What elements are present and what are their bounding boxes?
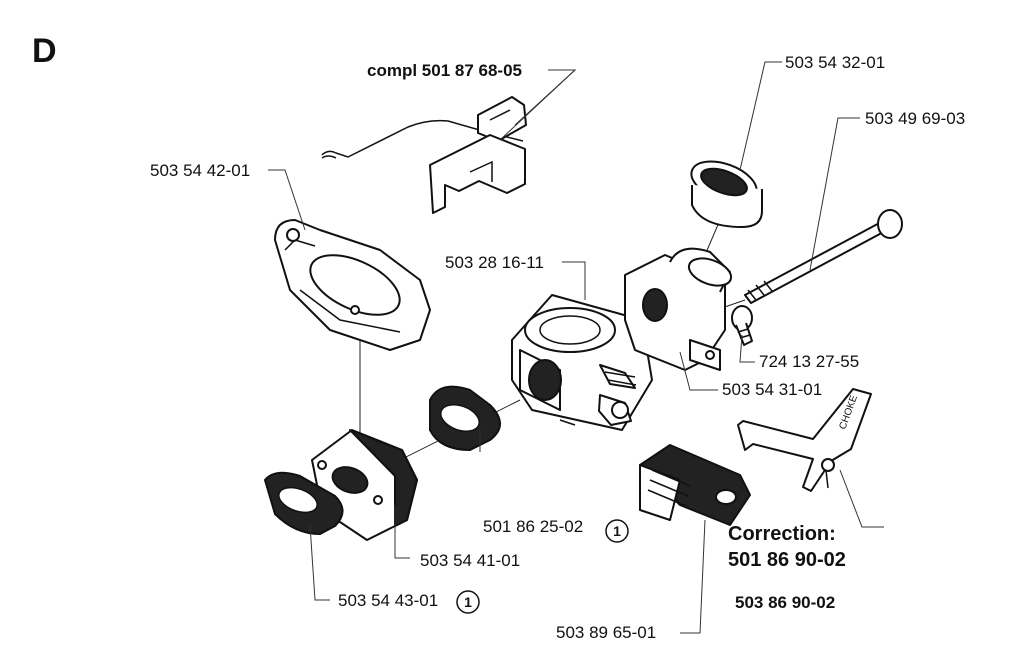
leader-long-bolt [809,117,860,271]
leader-air-filter [680,519,706,634]
leader-choke-lever [839,469,884,528]
note-circle-gasket-front [456,590,480,614]
leader-intake-elbow [679,351,718,391]
leader-carburetor [562,261,586,300]
label-intake-boot: 503 54 32-01 [785,53,885,72]
label-choke-lever: 503 86 90-02 [735,593,835,612]
label-carburetor: 503 28 16-11 [445,253,544,272]
leader-gasket-front [309,524,330,601]
label-long-bolt: 503 49 69-03 [865,109,965,128]
label-correction-number: 501 86 90-02 [728,549,846,571]
gasket-mid-part [429,385,501,451]
air-filter-part [639,444,751,526]
leader-spacer-block [394,505,410,559]
intake-elbow-part [624,247,733,371]
label-correction-heading: Correction: [728,523,836,545]
air-gasket-plate-part [274,219,431,351]
long-bolt-part [744,209,903,304]
carburetor-part [511,294,653,431]
section-letter: D [32,32,57,70]
leader-air-gasket-plate [268,169,306,231]
label-gasket-front: 503 54 43-01 [338,591,438,610]
label-kit-linkage: compl 501 87 68-05 [367,61,522,80]
label-air-filter: 503 89 65-01 [556,623,656,642]
leader-screw [739,334,755,363]
label-spacer-block: 503 54 41-01 [420,551,520,570]
gasket-front-part [264,471,344,535]
note-number-gasket-mid: 1 [613,523,621,539]
throttle-linkage-part [321,96,527,214]
note-circle-gasket-mid [605,519,629,543]
note-number-gasket-front: 1 [464,594,472,610]
label-gasket-mid: 501 86 25-02 [483,517,583,536]
intake-boot-part [690,160,763,228]
label-intake-elbow: 503 54 31-01 [722,380,822,399]
choke-lever-part: CHOKE [737,388,872,492]
label-screw: 724 13 27-55 [759,352,859,371]
leader-intake-boot [739,61,782,171]
label-air-gasket-plate: 503 54 42-01 [150,161,250,180]
screw-part [731,305,753,346]
leader-kit-linkage-2 [499,69,576,141]
